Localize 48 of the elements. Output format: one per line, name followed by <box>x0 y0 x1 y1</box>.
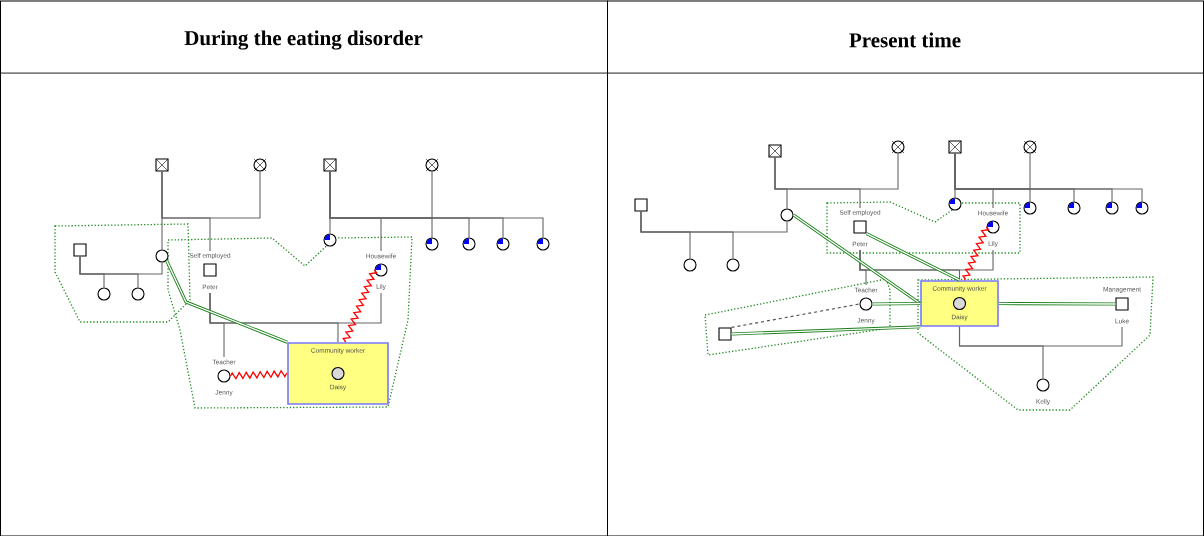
person-symbol <box>1023 201 1037 215</box>
relationship-line <box>792 213 922 305</box>
person-symbol <box>253 158 267 172</box>
child-line <box>640 211 734 259</box>
person-symbol <box>536 237 550 251</box>
person-symbol <box>323 158 337 172</box>
child-line <box>859 249 961 281</box>
person-symbol <box>780 208 794 222</box>
person-symbol <box>323 233 337 247</box>
child-line <box>774 157 861 209</box>
person-symbol <box>726 258 740 272</box>
child-line <box>79 256 139 288</box>
person-symbol <box>1135 201 1149 215</box>
person-symbol <box>131 287 145 301</box>
person-symbol <box>948 140 962 154</box>
relationship-line <box>730 325 921 336</box>
person-symbol <box>97 287 111 301</box>
child-line <box>209 292 339 343</box>
relationship-line <box>730 303 861 329</box>
relationship-line <box>961 226 990 281</box>
person-symbol <box>73 243 87 257</box>
person-symbol <box>718 327 732 341</box>
person-symbol <box>496 237 510 251</box>
relationship-line <box>871 301 921 306</box>
person-symbol <box>768 144 782 158</box>
child-line <box>161 171 211 252</box>
child-line <box>954 153 1143 202</box>
child-line <box>958 326 1044 379</box>
person-symbol <box>462 237 476 251</box>
person-symbol <box>891 140 905 154</box>
person-symbol <box>155 158 169 172</box>
relationship-line <box>229 369 288 381</box>
child-line <box>329 171 544 238</box>
relationship-line <box>998 301 1117 306</box>
person-symbol <box>634 198 648 212</box>
relationship-line <box>865 232 961 282</box>
person-symbol <box>155 249 169 263</box>
person-symbol <box>425 237 439 251</box>
person-symbol <box>1105 201 1119 215</box>
person-symbol <box>1023 140 1037 154</box>
person-symbol <box>683 258 697 272</box>
person-symbol <box>1067 201 1081 215</box>
person-symbol <box>948 197 962 211</box>
person-symbol <box>425 158 439 172</box>
relationship-line <box>165 260 288 344</box>
column-heading: Present time <box>849 32 961 48</box>
relationship-line <box>342 269 378 343</box>
column-heading: During the eating disorder <box>184 30 423 50</box>
